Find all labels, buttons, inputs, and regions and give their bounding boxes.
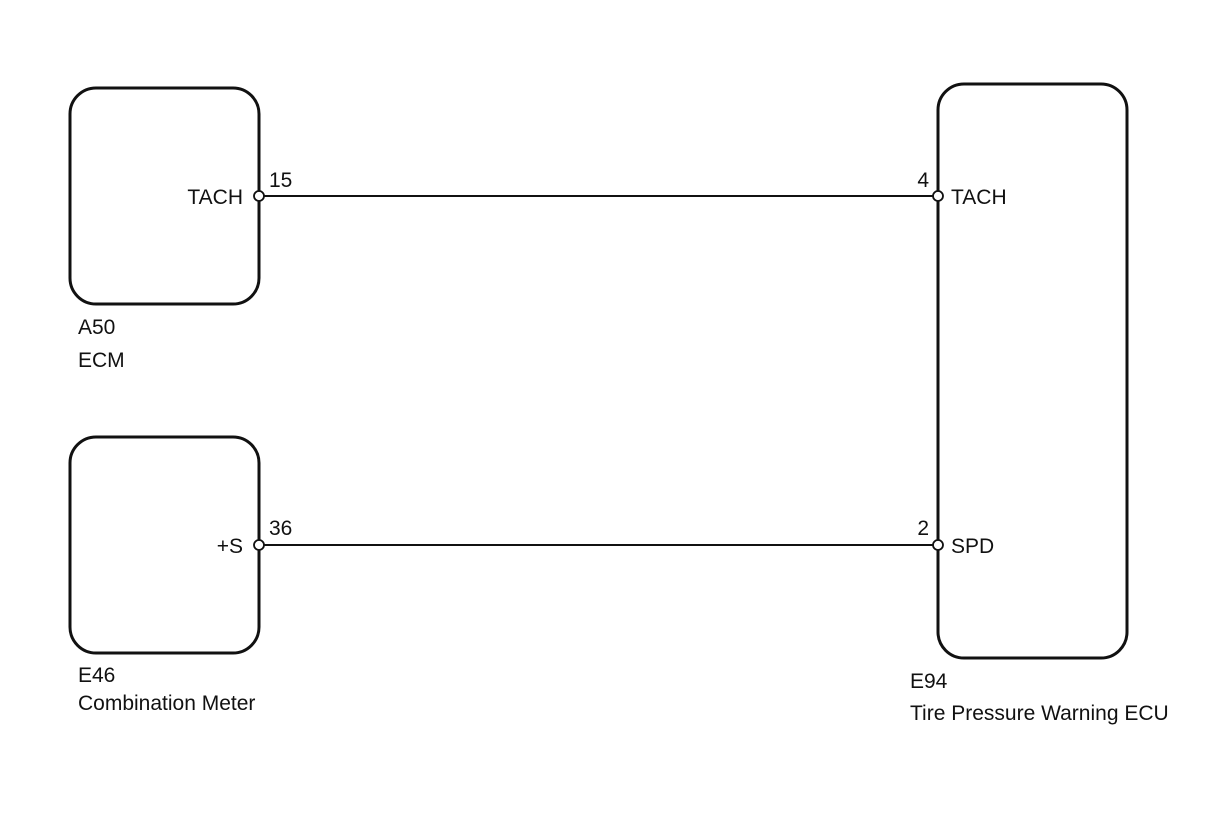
tpw-ecu-spd-number: 2 [917,517,929,540]
combination-meter-pin-label: +S [217,535,243,558]
tpw-ecu-spd-label: SPD [951,535,994,558]
tpw-ecu-tach-terminal [932,190,944,202]
tpw-ecu-code: E94 [910,670,948,693]
ecm-pin-label: TACH [187,186,243,209]
combination-meter-code: E46 [78,664,115,687]
ecm-pin-number: 15 [269,169,292,192]
tpw-ecu-component: 4 TACH 2 SPD E94 Tire Pressure Warning E… [910,82,1169,725]
tpw-ecu-spd-terminal [932,539,944,551]
ecm-component: TACH 15 A50 ECM [68,86,292,372]
combination-meter-pin-number: 36 [269,517,292,540]
ecm-terminal [253,190,265,202]
combination-meter-terminal [253,539,265,551]
tpw-ecu-tach-number: 4 [917,169,929,192]
combination-meter-component: +S 36 E46 Combination Meter [68,435,292,715]
tpw-ecu-tach-label: TACH [951,186,1007,209]
ecm-name: ECM [78,349,125,372]
ecm-code: A50 [78,316,115,339]
tpw-ecu-name: Tire Pressure Warning ECU [910,702,1169,725]
combination-meter-name: Combination Meter [78,692,255,715]
tpw-ecu-box [936,82,1129,660]
